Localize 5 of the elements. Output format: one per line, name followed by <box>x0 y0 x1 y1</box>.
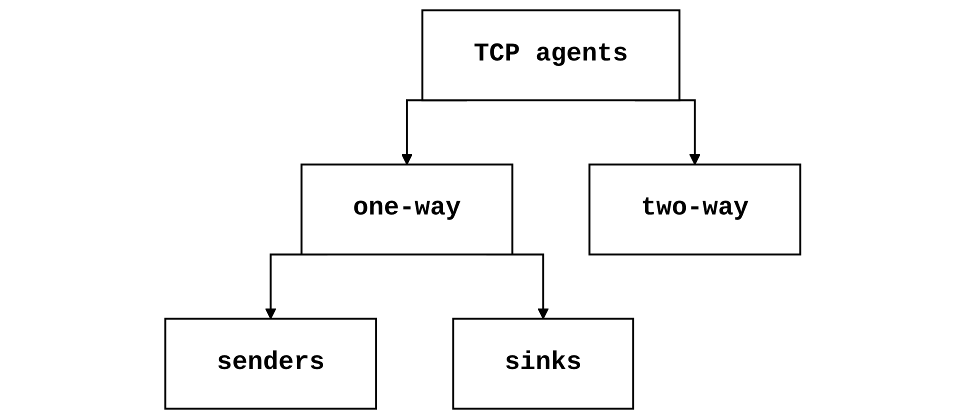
node-box: sinks <box>452 318 634 410</box>
node-box: two-way <box>588 164 802 256</box>
node-box: senders <box>164 318 378 410</box>
node-box: one-way <box>300 164 514 256</box>
node-box: TCP agents <box>422 9 681 102</box>
